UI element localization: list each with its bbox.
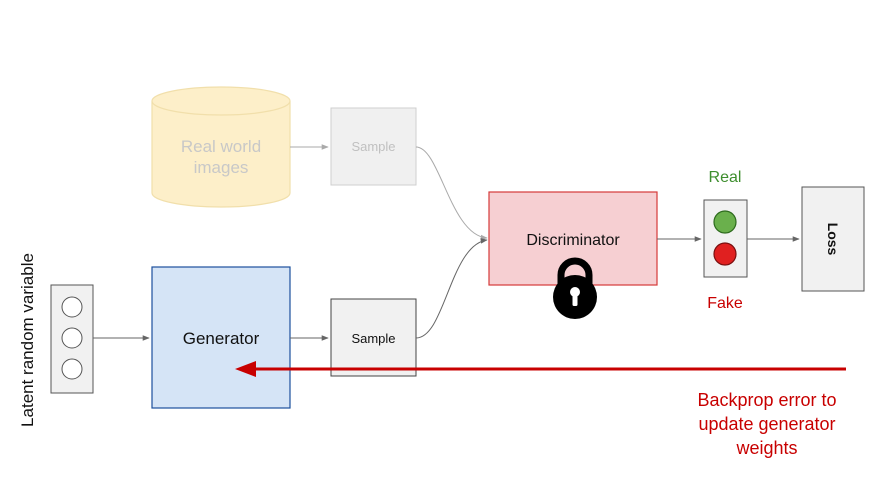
- backprop-caption: Backprop error to update generator weigh…: [697, 390, 836, 458]
- backprop-line2: update generator: [698, 414, 835, 434]
- discriminator-box: Discriminator: [488, 191, 658, 286]
- real-indicator-light: [713, 210, 737, 234]
- loss-box: Loss: [801, 186, 865, 292]
- backprop-line3: weights: [735, 438, 797, 458]
- real-images-line1: Real world: [181, 137, 261, 156]
- sample-box-generated: Sample: [330, 298, 417, 377]
- backprop-arrow: [235, 361, 846, 377]
- backprop-arrowhead: [235, 361, 256, 377]
- discriminator-label: Discriminator: [526, 232, 620, 249]
- generator-box: Generator: [151, 266, 291, 409]
- latent-vector: [50, 284, 94, 394]
- backprop-line1: Backprop error to: [697, 390, 836, 410]
- output-indicator: [703, 199, 748, 278]
- loss-label: Loss: [825, 223, 841, 256]
- latent-node: [61, 327, 83, 349]
- real-label: Real: [709, 169, 742, 186]
- loss-rect: [801, 186, 865, 292]
- sample-top-label: Sample: [351, 139, 395, 154]
- fake-indicator-light: [713, 242, 737, 266]
- cylinder-body: [151, 101, 291, 208]
- real-world-images-cylinder: Real world images: [151, 86, 291, 208]
- lock-icon: [553, 257, 597, 319]
- sample-bottom-label: Sample: [351, 331, 395, 346]
- cylinder-top: [151, 86, 291, 116]
- real-images-line2: images: [194, 158, 249, 177]
- sample-top-rect: [330, 107, 417, 186]
- latent-node: [61, 296, 83, 318]
- latent-node: [61, 358, 83, 380]
- fake-label: Fake: [707, 295, 743, 312]
- arrow-fake-sample-to-discriminator: [415, 238, 488, 339]
- generator-label: Generator: [183, 329, 260, 348]
- arrow-real-sample-to-discriminator: [415, 146, 488, 241]
- generator-rect: [151, 266, 291, 409]
- sample-bottom-rect: [330, 298, 417, 377]
- latent-variable-label: Latent random variable: [18, 253, 37, 427]
- sample-box-real: Sample: [330, 107, 417, 186]
- discriminator-rect: [488, 191, 658, 286]
